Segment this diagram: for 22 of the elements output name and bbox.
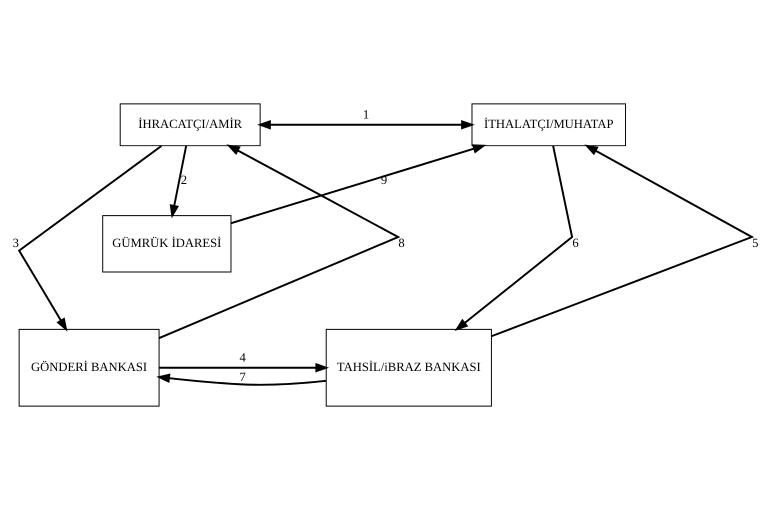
arrow: [18, 145, 162, 332]
edge-label: 3: [12, 236, 19, 250]
node-box: GÜMRÜK İDARESİ: [102, 215, 232, 272]
node-box: İHRACATÇI/AMİR: [120, 103, 261, 146]
arrow: [158, 144, 400, 339]
edge-label: 8: [398, 236, 405, 250]
arrow: [230, 144, 486, 224]
edge-label: 6: [572, 236, 579, 250]
node-box: GÖNDERİ BANKASI: [18, 328, 160, 407]
arrow: [491, 144, 753, 338]
arrow: [257, 120, 475, 130]
arrow: [159, 362, 330, 372]
arrow: [156, 374, 326, 386]
edge-label: 4: [239, 350, 246, 364]
node-box: TAHSİL/iBRAZ BANKASI: [326, 328, 492, 407]
edge-label: 5: [752, 236, 758, 250]
edge-label: 7: [239, 370, 246, 384]
node-box: İTHALATÇI/MUHATAP: [472, 103, 626, 146]
edge-label: 2: [180, 172, 188, 187]
arrow: [454, 146, 574, 332]
arrow: [170, 146, 188, 218]
edge-label: 1: [362, 107, 370, 122]
